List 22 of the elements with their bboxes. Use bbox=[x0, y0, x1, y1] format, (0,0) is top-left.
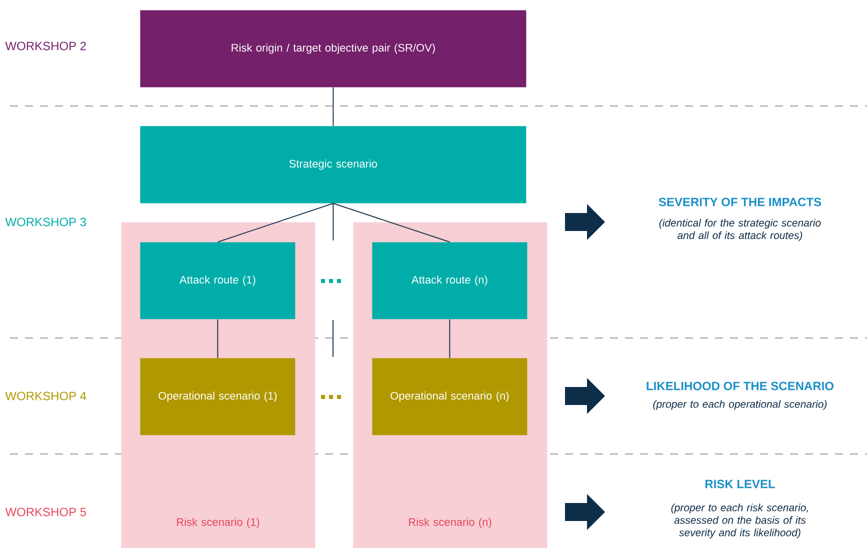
connector-line bbox=[449, 318, 450, 358]
heading: LIKELIHOOD OF THE SCENARIO bbox=[646, 382, 834, 390]
operational-scenario-box: Operational scenario (1) bbox=[140, 358, 296, 436]
note: (proper to each risk scenario, assessed on the basis of its severity and its likelihood) bbox=[671, 504, 808, 538]
operational-scenario-box: Operational scenario (n) bbox=[372, 358, 528, 436]
workshop-label: WORKSHOP 2 bbox=[5, 42, 86, 50]
objective-pair-box: Risk origin / target objective pair (SR/OV) bbox=[140, 10, 526, 88]
note: (proper to each operational scenario) bbox=[653, 400, 827, 410]
connector-line bbox=[332, 202, 450, 242]
connector-line bbox=[217, 318, 218, 358]
connector-line bbox=[332, 86, 334, 126]
connector-line bbox=[217, 202, 334, 242]
heading: SEVERITY OF THE IMPACTS bbox=[658, 198, 822, 206]
workshop-label: WORKSHOP 5 bbox=[5, 508, 86, 516]
workshop-label: WORKSHOP 3 bbox=[5, 218, 86, 226]
connector-line bbox=[332, 202, 334, 241]
attack-route-box: Attack route (n) bbox=[372, 242, 528, 320]
scenario-box: Strategic scenario bbox=[140, 126, 526, 204]
heading: RISK LEVEL bbox=[705, 480, 775, 488]
workshop-label: WORKSHOP 4 bbox=[5, 392, 86, 400]
attack-route-box: Attack route (1) bbox=[140, 242, 296, 320]
note: (identical for the strategic scenario and all of its attack routes) bbox=[659, 218, 821, 242]
